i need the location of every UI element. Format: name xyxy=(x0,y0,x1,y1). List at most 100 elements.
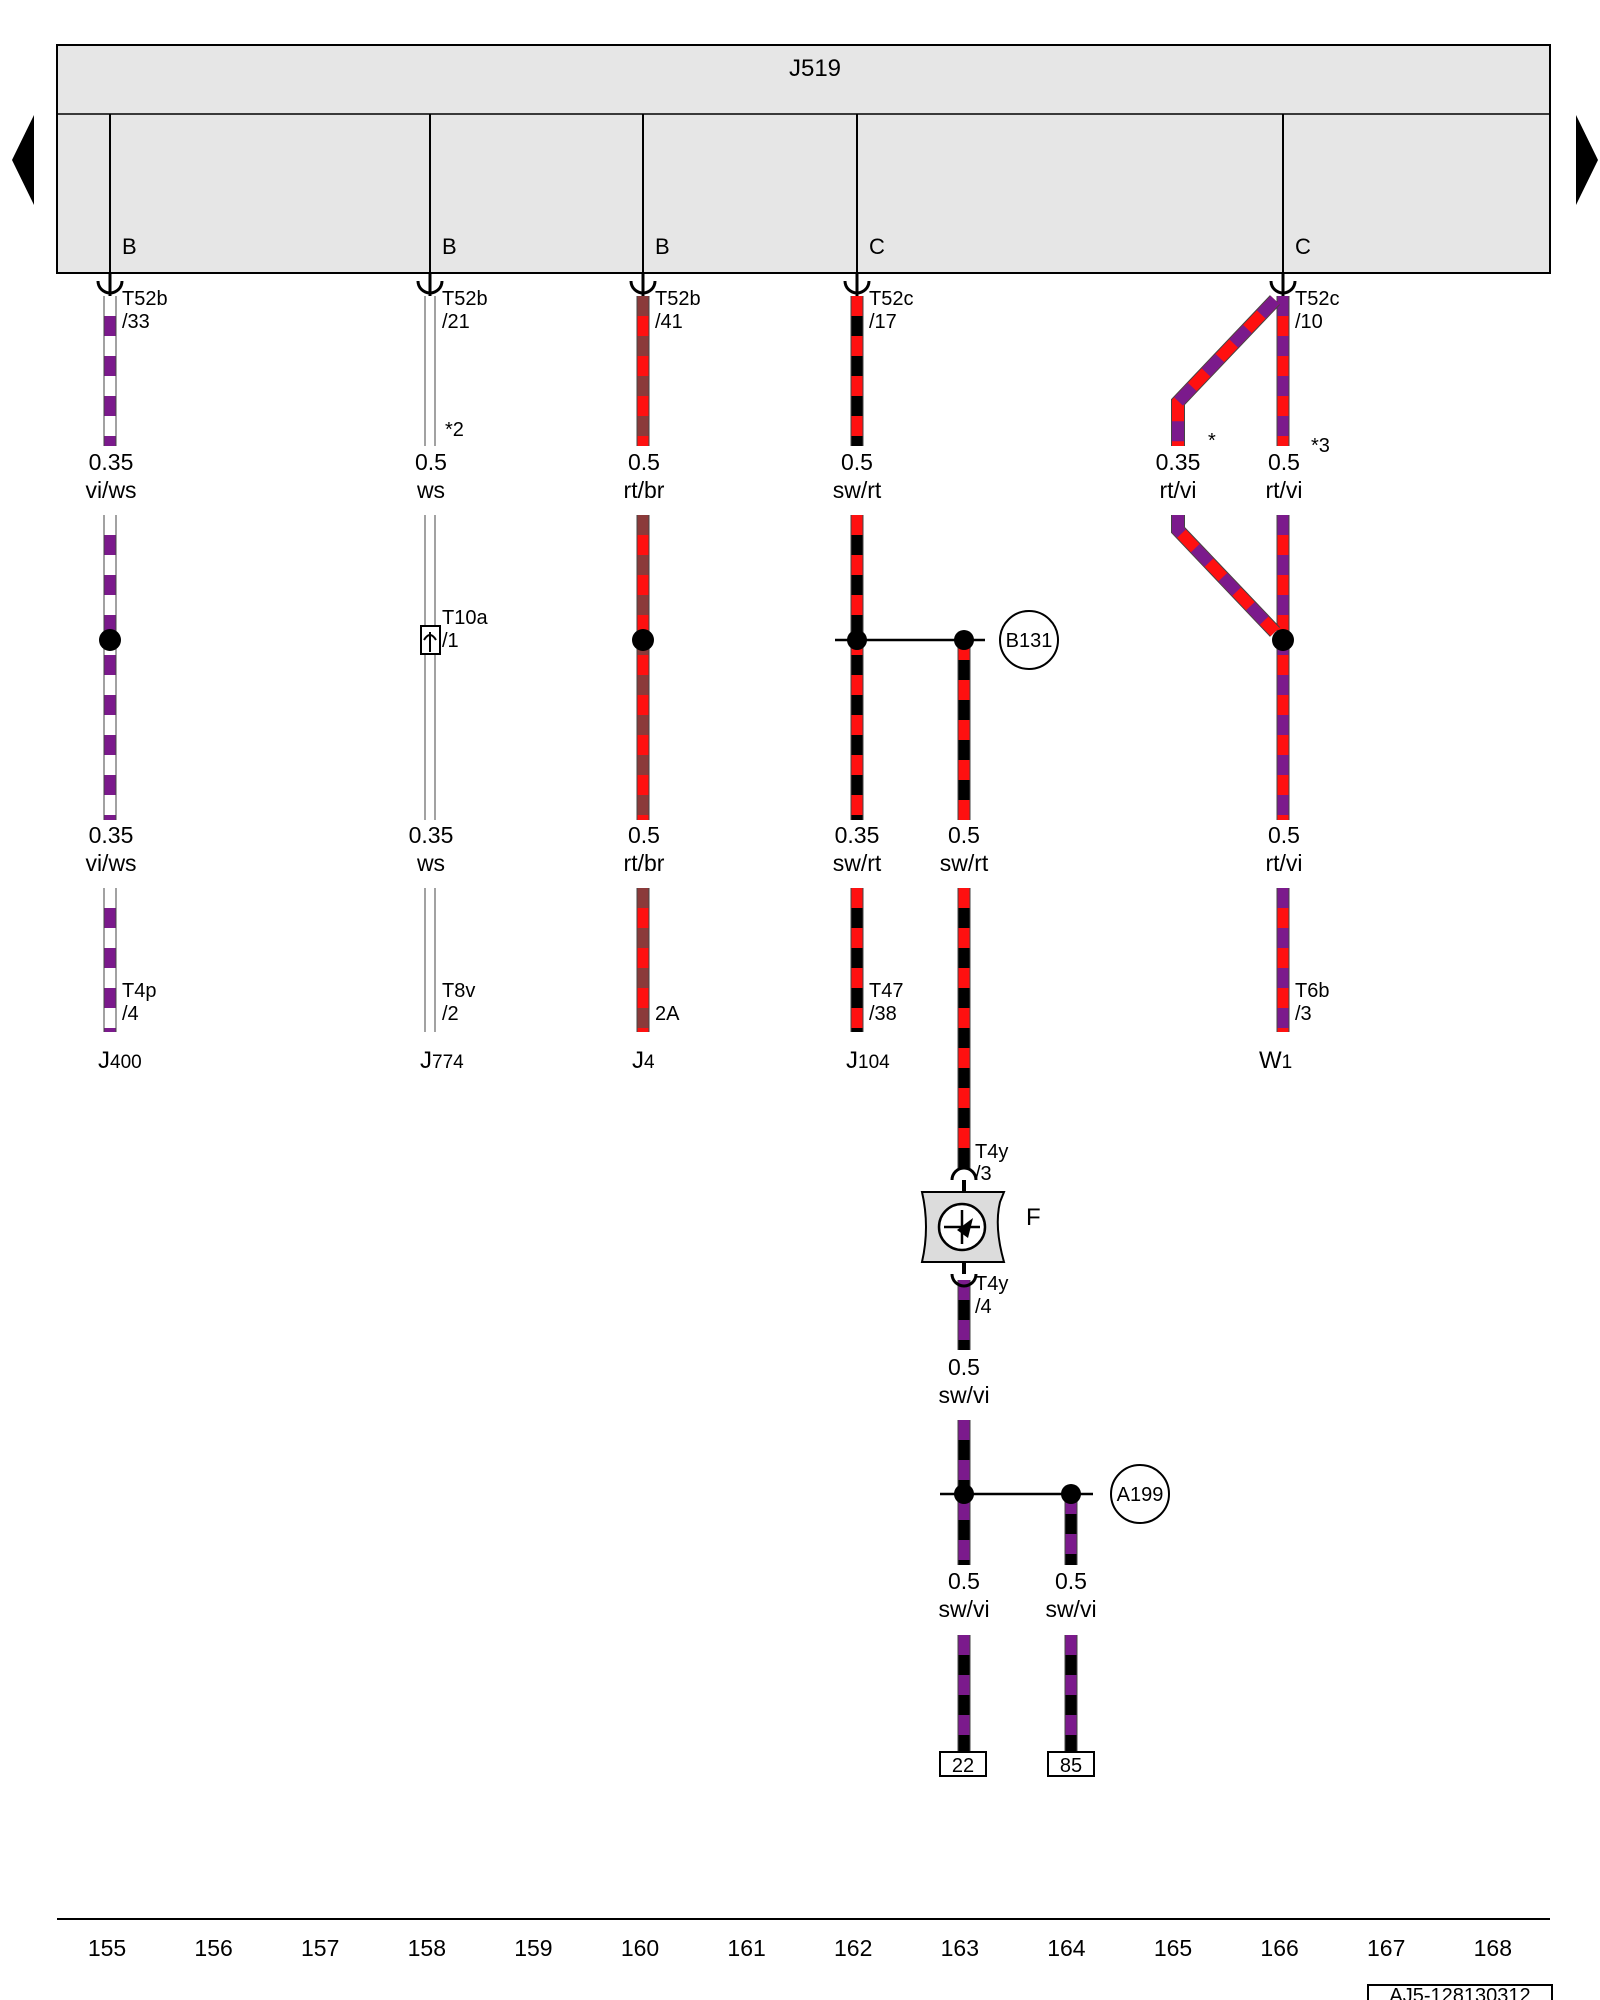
splice-ref-circle xyxy=(999,610,1059,670)
wire-color: rt/vi xyxy=(1265,477,1302,503)
component-label: J400 xyxy=(98,1047,142,1074)
prev-page-icon[interactable] xyxy=(12,115,34,205)
inline-connector-t10a: T10a /1 xyxy=(420,607,488,655)
wire-size: 0.5 xyxy=(1055,1568,1087,1594)
scale-number: 161 xyxy=(727,1935,765,1961)
wire-size: 0.5 xyxy=(415,449,447,475)
connector-cup xyxy=(416,273,444,296)
inline-connector-pin: /1 xyxy=(442,630,459,652)
wires xyxy=(103,295,1290,1752)
scale-number: 166 xyxy=(1260,1935,1298,1961)
wire-labels-top: 0.35 vi/ws 0.5 ws 0.5 rt/br 0.5 sw/rt 0.… xyxy=(85,449,1302,503)
pin-connector: T52b xyxy=(655,288,701,310)
bus-code: B xyxy=(122,234,137,259)
component-label: J774 xyxy=(420,1047,464,1074)
wire-color: sw/vi xyxy=(938,1596,989,1622)
module-internal-lines xyxy=(109,114,1284,273)
door-contact-switch-icon xyxy=(937,1202,987,1252)
wire-size: 0.5 xyxy=(1268,822,1300,848)
component-label: J4 xyxy=(632,1047,655,1074)
wire-color: rt/br xyxy=(624,477,665,503)
wire-size: 0.35 xyxy=(1156,449,1201,475)
footnote-mark: * xyxy=(1208,430,1216,452)
wire-size: 0.5 xyxy=(628,449,660,475)
wire-segment xyxy=(1171,295,1281,446)
splice-b131: B131 xyxy=(835,610,1059,670)
splice-dot xyxy=(1272,629,1294,651)
connector-cup xyxy=(629,273,657,296)
pin-number: /10 xyxy=(1295,311,1323,333)
inline-connector-name: T10a xyxy=(442,607,488,629)
component-label: W1 xyxy=(1259,1047,1292,1074)
connector-cup xyxy=(843,273,871,296)
bus-code: C xyxy=(869,234,885,259)
wire-size: 0.5 xyxy=(841,449,873,475)
scale-number: 160 xyxy=(621,1935,659,1961)
pin-connector: T52c xyxy=(869,288,913,310)
end-connector: T6b xyxy=(1295,980,1329,1002)
end-connector-pin: /3 xyxy=(1295,1003,1312,1025)
switch-conn-out: T4y xyxy=(975,1273,1008,1295)
scale-number: 167 xyxy=(1367,1935,1405,1961)
pin-connector: T52b xyxy=(122,288,168,310)
splice-a199: A199 xyxy=(940,1464,1170,1524)
end-connector: T4p xyxy=(122,980,156,1002)
pin-labels: T52b /33 T52b /21 T52b /41 T52c /17 T52c… xyxy=(122,288,1339,333)
component-label: J104 xyxy=(846,1047,890,1074)
wire-segment xyxy=(1171,515,1281,637)
wire-color: sw/vi xyxy=(938,1382,989,1408)
wire-size: 0.35 xyxy=(89,822,134,848)
end-connector-pin: /4 xyxy=(122,1003,139,1025)
end-connector: T8v xyxy=(442,980,475,1002)
wire-size: 0.5 xyxy=(948,822,980,848)
wire-color: rt/vi xyxy=(1265,850,1302,876)
scale-number: 164 xyxy=(1047,1935,1086,1961)
wire-color: sw/rt xyxy=(833,477,882,503)
wire-color: sw/vi xyxy=(1045,1596,1096,1622)
pin-connector: T52c xyxy=(1295,288,1339,310)
bus-code: C xyxy=(1295,234,1311,259)
pin-number: /17 xyxy=(869,311,897,333)
wire-color: vi/ws xyxy=(85,850,136,876)
switch-name: F xyxy=(1026,1204,1041,1231)
pin-number: /33 xyxy=(122,311,150,333)
module-frame: J519 xyxy=(56,44,1551,274)
scale-number: 163 xyxy=(941,1935,979,1961)
bus-code: B xyxy=(442,234,457,259)
wire-size: 0.5 xyxy=(1268,449,1300,475)
ref-box xyxy=(1047,1751,1095,1777)
ref-box-label: 85 xyxy=(1060,1755,1082,1777)
splice-dot xyxy=(632,629,654,651)
ref-boxes: 22 85 xyxy=(939,1751,1095,1777)
wire-color: vi/ws xyxy=(85,477,136,503)
end-connector-pin: /38 xyxy=(869,1003,897,1025)
wire-size: 0.35 xyxy=(409,822,454,848)
switch-conn-in: T4y xyxy=(975,1141,1008,1163)
doc-id-box: AJ5-128130312 xyxy=(1367,1984,1553,2000)
scale-number: 168 xyxy=(1474,1935,1512,1961)
switch-pin-in: /3 xyxy=(975,1163,992,1185)
end-connectors: T4p /4 T8v /2 2A T47 /38 T6b /3 xyxy=(122,980,1329,1025)
scale-number: 157 xyxy=(301,1935,339,1961)
module-label: J519 xyxy=(789,55,841,82)
footnote-mark: *3 xyxy=(1311,435,1330,457)
end-connector: T47 xyxy=(869,980,903,1002)
scale-number: 158 xyxy=(408,1935,446,1961)
next-page-icon[interactable] xyxy=(1576,115,1598,205)
ref-box xyxy=(939,1751,987,1777)
splice-ref-circle xyxy=(1110,1464,1170,1524)
scale-number: 162 xyxy=(834,1935,872,1961)
switch-pin-out: /4 xyxy=(975,1296,992,1318)
wire-size: 0.35 xyxy=(835,822,880,848)
component-labels: J400 J774 J4 J104 W1 xyxy=(98,1047,1292,1074)
footnote-mark: *2 xyxy=(445,419,464,441)
pin-number: /21 xyxy=(442,311,470,333)
wire-color: rt/br xyxy=(624,850,665,876)
wire-labels-lower: 0.5 sw/vi 0.5 sw/vi 0.5 sw/vi xyxy=(938,1354,1096,1622)
wire-color: rt/vi xyxy=(1159,477,1196,503)
pin-number: /41 xyxy=(655,311,683,333)
wire-size: 0.5 xyxy=(948,1354,980,1380)
scale-number: 156 xyxy=(194,1935,232,1961)
